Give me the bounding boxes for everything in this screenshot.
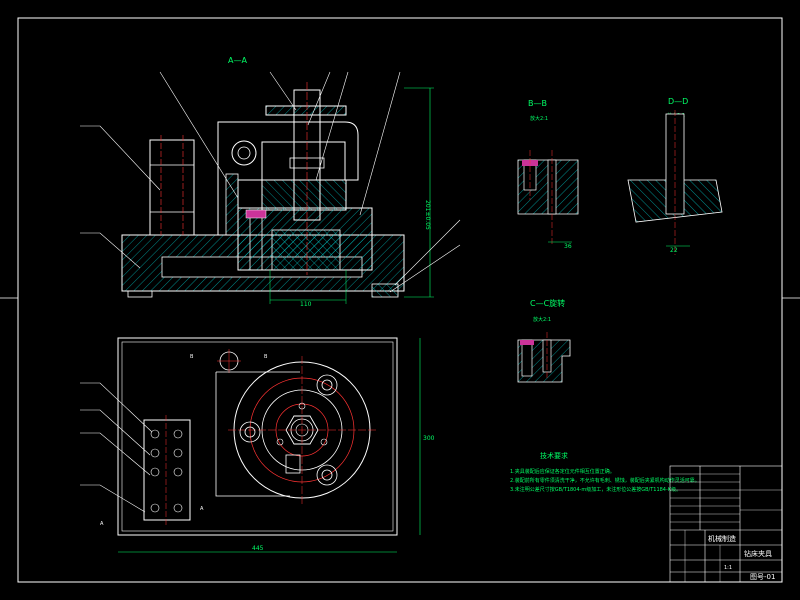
view-marker-a-right: A: [200, 506, 204, 512]
section-c-scale: 放大2:1: [533, 316, 551, 323]
section-b-view: B—B 放大2:1 36: [517, 99, 579, 250]
dim-d-depth: 22: [670, 247, 678, 254]
disc-bolt-holes: [239, 374, 338, 486]
base-foot-left: [127, 290, 153, 298]
view-marker-a-left: A: [100, 521, 104, 527]
section-d-label: D—D: [668, 97, 688, 106]
leader-lines-main: [80, 71, 461, 293]
tech-req-line-3: 3.未注明公差尺寸按GB/T1804-m级加工，未注形位公差按GB/T1184-…: [510, 486, 681, 493]
main-section-view: A—A 201±0.05: [80, 56, 461, 308]
fixture-body: [261, 179, 347, 211]
title-school: 机械制造: [708, 534, 736, 543]
tech-requirements: 技术要求 1.夹具装配后应保证各定位元件相互位置正确。 2.装配前所有零件须清洗…: [510, 451, 700, 493]
section-b-label: B—B: [528, 99, 547, 108]
plan-view: B B A A 445 300: [80, 337, 435, 553]
title-block: [669, 465, 783, 583]
section-b-scale: 放大2:1: [530, 115, 548, 122]
view-marker-b-right: B: [264, 354, 268, 360]
section-d-view: D—D 放大2:1 22: [627, 97, 723, 255]
tech-req-line-2: 2.装配前所有零件须清洗干净，不允许有毛刺、锈蚀，装配后夹紧机构动作灵活可靠。: [510, 477, 700, 484]
dim-width-main: 110: [300, 301, 312, 308]
base-foot-right: [371, 283, 399, 298]
support-column: [149, 139, 195, 236]
leader-lines-plan: [80, 382, 153, 513]
title-drawing-name: 钻床夹具: [744, 549, 772, 558]
main-section-label: A—A: [228, 56, 247, 65]
view-marker-b-left: B: [190, 354, 194, 360]
dim-height-main: 201±0.05: [424, 200, 431, 230]
drill-bracket: [217, 121, 359, 236]
dim-plan-width: 445: [252, 545, 264, 552]
top-plate: [265, 105, 347, 116]
dim-b-depth: 36: [564, 243, 572, 250]
section-c-view: C—C旋转 放大2:1: [517, 298, 571, 383]
disc-slot: [285, 454, 301, 474]
tech-req-line-1: 1.夹具装配后应保证各定位元件相互位置正确。: [510, 468, 615, 475]
sheet-border: [17, 17, 783, 583]
dim-plan-height: 300: [423, 435, 435, 442]
section-c-label: C—C旋转: [530, 298, 565, 308]
bracket-pin-hole: [231, 140, 257, 166]
plan-outline: [117, 337, 398, 536]
title-sheet-no: 图号-01: [750, 573, 775, 581]
tech-req-title: 技术要求: [540, 451, 568, 460]
title-scale: 1:1: [724, 565, 732, 571]
